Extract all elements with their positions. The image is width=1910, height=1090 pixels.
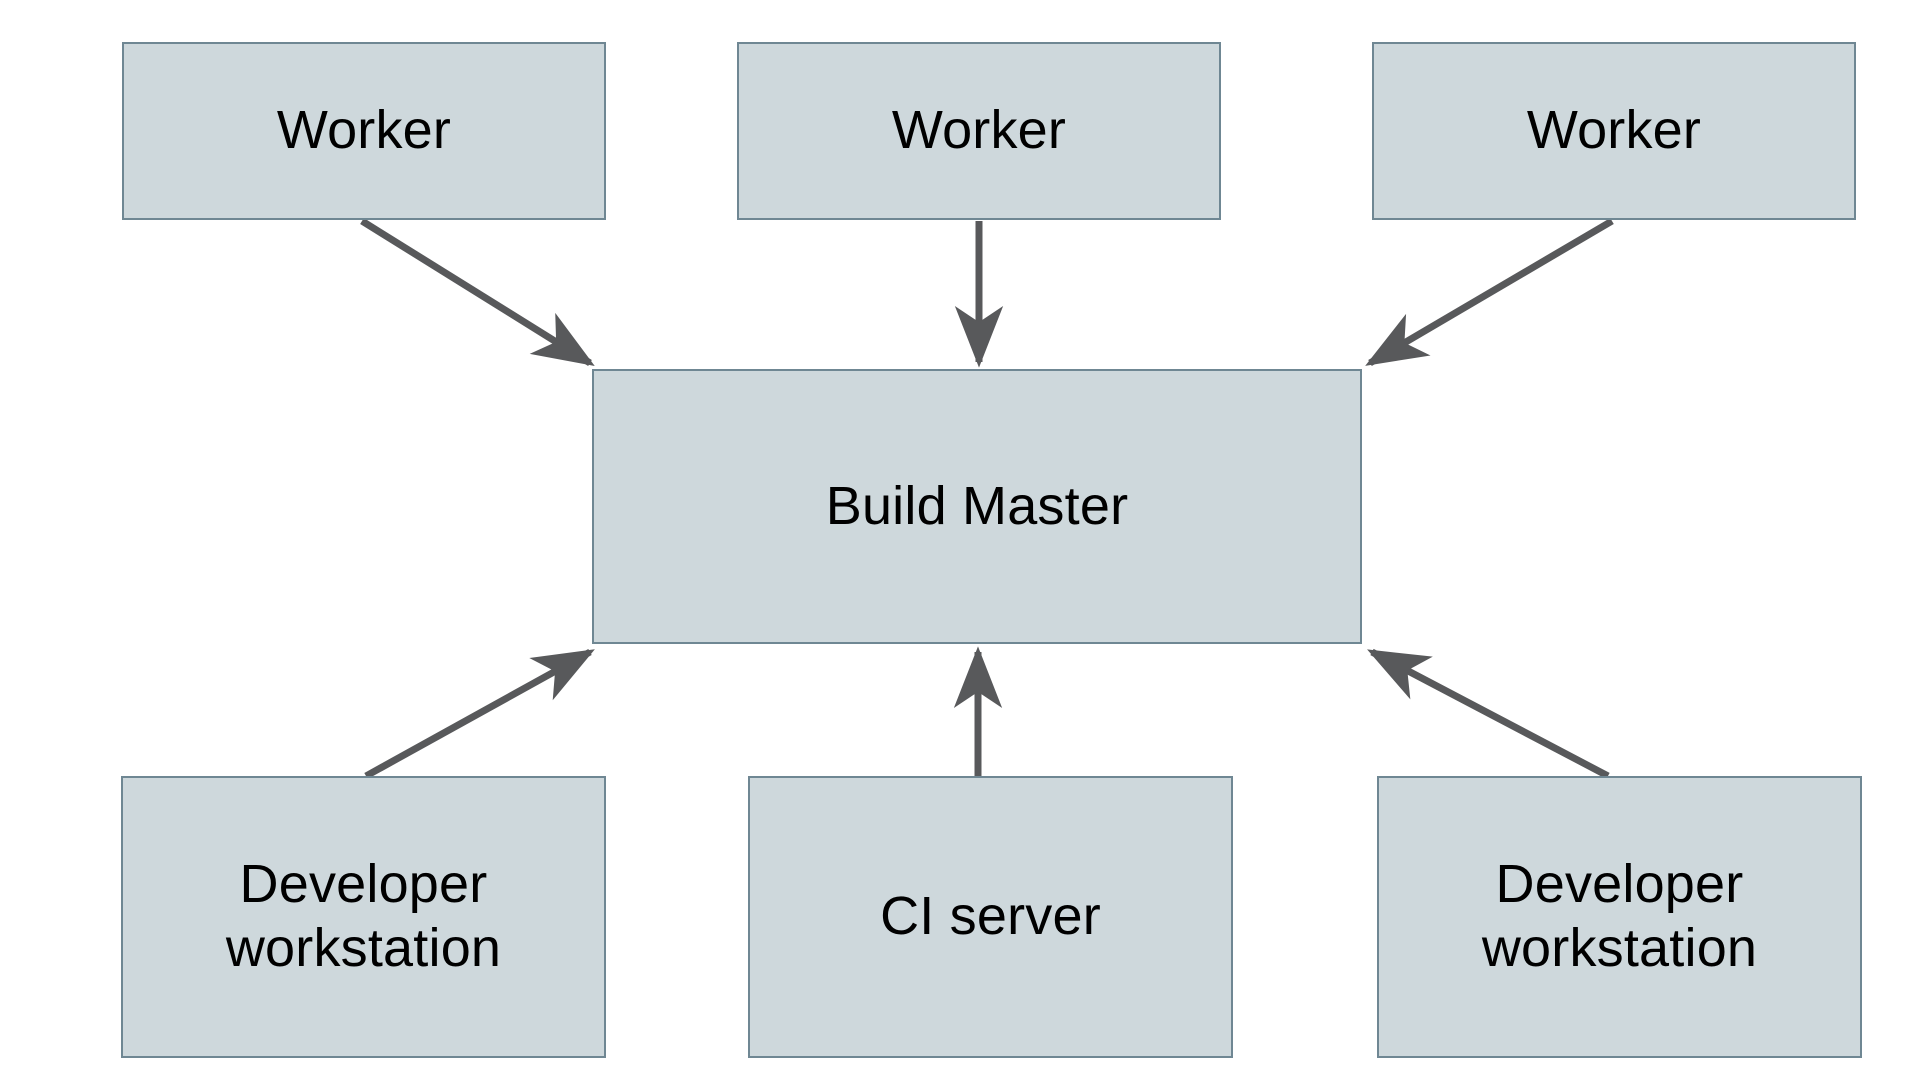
node-worker-1[interactable]: Worker: [122, 42, 606, 220]
node-worker-3[interactable]: Worker: [1372, 42, 1856, 220]
node-developer-workstation-left[interactable]: Developer workstation: [121, 776, 606, 1058]
node-ci-server-label: CI server: [880, 886, 1101, 947]
edge-worker-3-to-build-master: [1365, 217, 1614, 367]
node-worker-3-label: Worker: [1526, 100, 1702, 161]
node-worker-2-label: Worker: [891, 100, 1067, 161]
node-build-master[interactable]: Build Master: [592, 369, 1362, 644]
node-build-master-label: Build Master: [825, 475, 1129, 536]
node-developer-workstation-right[interactable]: Developer workstation: [1377, 776, 1862, 1058]
node-developer-workstation-left-label: Developer workstation: [225, 854, 502, 978]
node-worker-1-label: Worker: [276, 100, 452, 161]
edge-worker-1-to-build-master: [360, 218, 595, 366]
node-worker-2[interactable]: Worker: [737, 42, 1221, 220]
node-ci-server[interactable]: CI server: [748, 776, 1233, 1058]
node-developer-workstation-right-label: Developer workstation: [1481, 854, 1758, 978]
edge-dev-right-to-build-master: [1367, 648, 1610, 780]
edge-dev-left-to-build-master: [364, 648, 595, 780]
